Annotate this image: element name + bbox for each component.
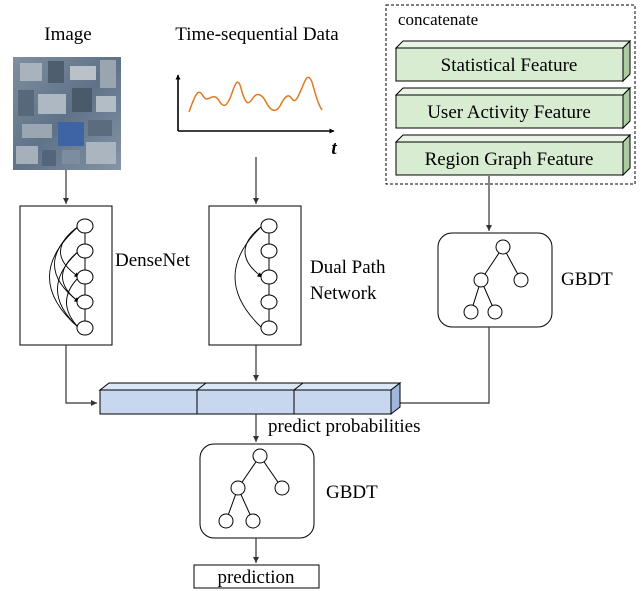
timeseries-line bbox=[188, 76, 323, 113]
dpn-label-line2: Network bbox=[310, 283, 377, 304]
prediction-label: prediction bbox=[217, 567, 295, 588]
probability-vector bbox=[98, 381, 402, 416]
arrow-densenet-to-vector bbox=[65, 345, 97, 406]
statistical-feature-box: Statistical Feature bbox=[394, 39, 632, 83]
feature-group: concatenate Statistical Feature User Act… bbox=[385, 4, 636, 185]
prediction-box: prediction bbox=[193, 564, 320, 589]
gbdt-bottom-label: GBDT bbox=[326, 482, 378, 503]
image-title: Image bbox=[44, 24, 91, 45]
dpn-label-line1: Dual Path bbox=[310, 257, 386, 278]
predict-probabilities-label: predict probabilities bbox=[268, 416, 420, 437]
region-graph-feature-box: Region Graph Feature bbox=[394, 133, 632, 177]
gbdt-bottom-block bbox=[199, 443, 315, 539]
densenet-label: DenseNet bbox=[115, 250, 191, 271]
timeseries-chart: t bbox=[175, 74, 337, 159]
arrow-gbdt-to-vector bbox=[393, 327, 490, 406]
vector-segment-densenet bbox=[99, 389, 198, 415]
user-activity-feature-box: User Activity Feature bbox=[394, 86, 632, 130]
gbdt-top-block bbox=[437, 232, 553, 328]
vector-segment-dpn bbox=[196, 389, 295, 415]
vector-segment-gbdt bbox=[293, 389, 392, 415]
concatenate-label: concatenate bbox=[398, 10, 478, 29]
densenet-block bbox=[19, 205, 113, 346]
time-axis-label: t bbox=[331, 138, 337, 159]
region-graph-feature-label: Region Graph Feature bbox=[425, 149, 594, 170]
gbdt-top-label: GBDT bbox=[561, 269, 613, 290]
timeseries-title: Time-sequential Data bbox=[175, 24, 339, 45]
satellite-image bbox=[13, 57, 121, 170]
user-activity-feature-label: User Activity Feature bbox=[427, 102, 591, 123]
statistical-feature-label: Statistical Feature bbox=[441, 55, 578, 76]
dpn-block bbox=[208, 205, 302, 346]
